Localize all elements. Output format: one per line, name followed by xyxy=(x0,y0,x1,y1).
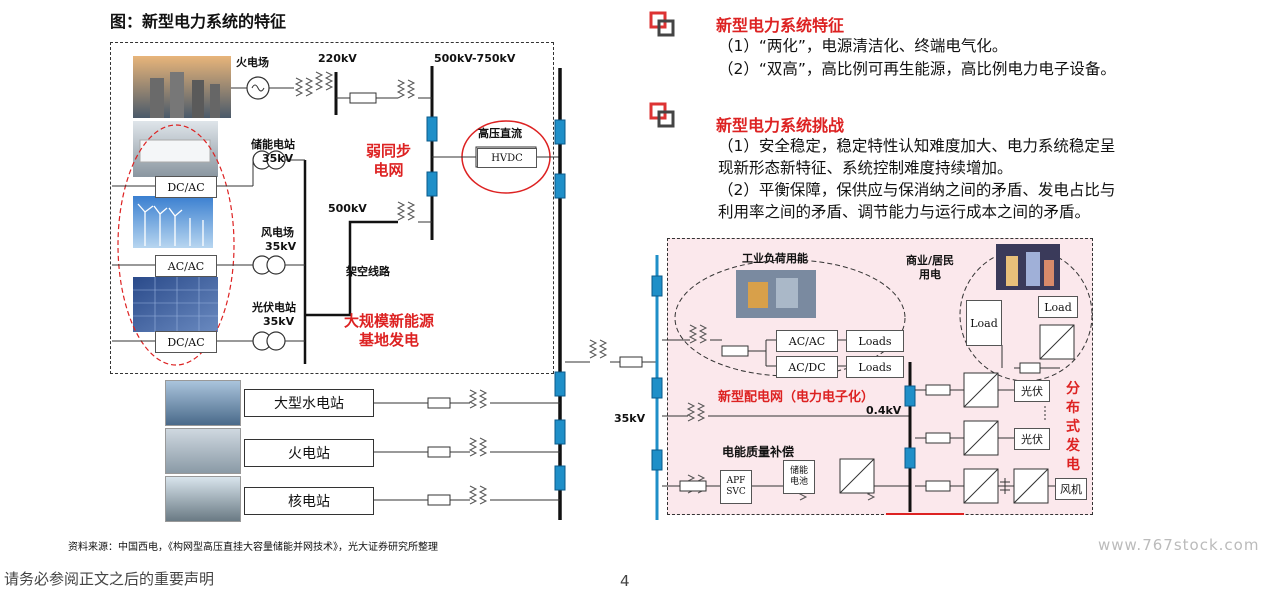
distributed-generation-label: 分布式发电 xyxy=(1066,381,1080,473)
pv-box-2: 光伏 xyxy=(1014,428,1050,450)
label-04kv: 0.4kV xyxy=(866,404,902,417)
pv-kv-label: 35kV xyxy=(263,315,295,328)
figure-title: 图：新型电力系统的特征 xyxy=(110,12,287,31)
label-35kv: 35kV xyxy=(614,412,646,425)
section2-line-2: 现新形态新特征、系统控制难度持续增加。 xyxy=(718,159,1013,177)
wind-image xyxy=(133,196,213,248)
nuclear-plant-image xyxy=(165,476,241,522)
section1-title: 新型电力系统特征 xyxy=(716,16,845,35)
hydro-plant-box: 大型水电站 xyxy=(244,389,374,417)
label-500-750kv: 500kV-750kV xyxy=(434,52,516,65)
hvdc-box: HVDC xyxy=(477,148,537,168)
loads-box-1: Loads xyxy=(846,330,904,352)
wind-acac-box: AC/AC xyxy=(155,255,217,277)
large-scale-renewables-label: 大规模新能源 基地发电 xyxy=(344,312,435,349)
section1-line-1: （1）“两化”，电源清洁化、终端电气化。 xyxy=(718,37,1008,55)
section2-line-4: 利用率之间的矛盾、调节能力与运行成本之间的矛盾。 xyxy=(718,203,1091,221)
apf-svc-box: APF SVC xyxy=(720,470,752,504)
disclaimer: 请务必参阅正文之后的重要声明 xyxy=(4,570,215,588)
label-220kv: 220kV xyxy=(318,52,357,65)
section1-line-2: （2）“双高”，高比例可再生能源，高比例电力电子设备。 xyxy=(718,60,1116,78)
wind-turbine-box: 风机 xyxy=(1055,478,1087,500)
pv-dcac-box: DC/AC xyxy=(155,331,217,353)
figure-source: 资料来源：中国西电，《构网型高压直挂大容量储能并网技术》，光大证券研究所整理 xyxy=(68,542,438,553)
nuclear-plant-box: 核电站 xyxy=(244,487,374,515)
watermark: www.767stock.com xyxy=(1098,536,1260,554)
industrial-load-label: 工业负荷用能 xyxy=(742,252,808,265)
wind-kv-label: 35kV xyxy=(265,240,297,253)
hvdc-title-label: 高压直流 xyxy=(478,127,522,140)
section2-line-1: （1）安全稳定，稳定特性认知难度加大、电力系统稳定呈 xyxy=(718,137,1116,155)
section2-title: 新型电力系统挑战 xyxy=(716,116,845,135)
pv-station-label: 光伏电站 xyxy=(252,301,296,314)
load-box-2: Load xyxy=(1038,296,1078,318)
thermal-field-label: 火电场 xyxy=(236,56,269,69)
hydro-plant-image xyxy=(165,380,241,426)
section2-line-3: （2）平衡保障，保供应与保消纳之间的矛盾、发电占比与 xyxy=(718,181,1116,199)
battery-box: 储能 电池 xyxy=(783,460,815,494)
thermal-plant-box: 火电站 xyxy=(244,439,374,467)
ac-dc-converter: AC/DC xyxy=(776,356,838,378)
thermal-plant-image xyxy=(165,428,241,474)
commercial-load-label: 商业/居民 用电 xyxy=(906,254,955,281)
pv-image xyxy=(133,277,218,332)
wind-field-label: 风电场 xyxy=(261,226,294,239)
storage-dcac-box: DC/AC xyxy=(155,176,217,198)
new-distribution-grid-label: 新型配电网（电力电子化） xyxy=(718,390,875,405)
pv-box-1: 光伏 xyxy=(1014,380,1050,402)
label-500kv: 500kV xyxy=(328,202,367,215)
loads-box-2: Loads xyxy=(846,356,904,378)
page-number: 4 xyxy=(620,572,630,590)
ac-ac-converter: AC/AC xyxy=(776,330,838,352)
overhead-line-label: 架空线路 xyxy=(346,265,390,278)
section2-icon xyxy=(649,102,675,128)
commercial-ellipse xyxy=(959,248,1093,382)
section1-icon xyxy=(649,11,675,37)
storage-kv-label: 35kV xyxy=(262,152,294,165)
renewable-ellipse xyxy=(117,124,235,366)
generation-panel xyxy=(110,42,554,374)
power-quality-label: 电能质量补偿 xyxy=(722,445,795,459)
weak-sync-grid-label: 弱同步 电网 xyxy=(366,142,412,179)
load-box-1: Load xyxy=(966,300,1002,346)
storage-station-label: 储能电站 xyxy=(251,138,295,151)
